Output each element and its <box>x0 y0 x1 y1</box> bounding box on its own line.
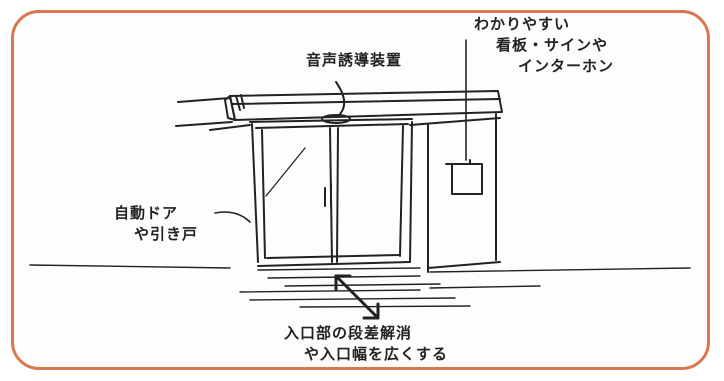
label-auto-door: 自動ドア や引き戸 <box>114 204 199 243</box>
canopy <box>177 90 503 121</box>
sliding-door <box>257 127 411 267</box>
leader-lines <box>214 39 467 223</box>
label-entrance: 入口部の段差解消 や入口幅を広くする <box>284 324 449 363</box>
audio-device <box>321 81 351 124</box>
label-signage: わかりやすい 看板・サインや インターホン <box>474 15 615 75</box>
ground-lines <box>29 264 691 308</box>
building-wall <box>175 113 501 273</box>
width-arrow <box>334 274 380 320</box>
door-frame <box>249 118 413 263</box>
signboard <box>445 159 483 195</box>
illustration-frame <box>11 10 710 370</box>
label-audio-guidance: 音声誘導装置 <box>306 51 403 69</box>
